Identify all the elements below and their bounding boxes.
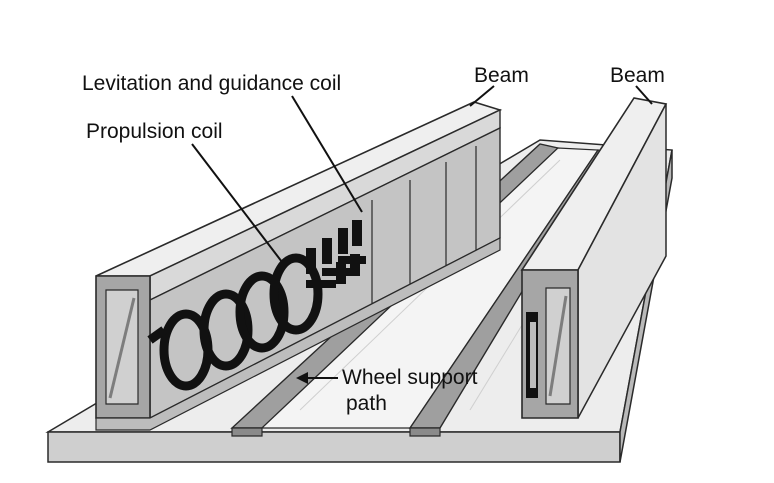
label-wheel-support-path: path bbox=[346, 392, 387, 415]
label-propulsion-coil: Propulsion coil bbox=[86, 120, 223, 143]
beam-left-leader bbox=[470, 86, 494, 106]
label-beam-right: Beam bbox=[610, 64, 665, 87]
label-levitation-guidance-coil: Levitation and guidance coil bbox=[82, 72, 341, 95]
label-beam-left: Beam bbox=[474, 64, 529, 87]
label-wheel-support: Wheel support bbox=[342, 366, 478, 389]
